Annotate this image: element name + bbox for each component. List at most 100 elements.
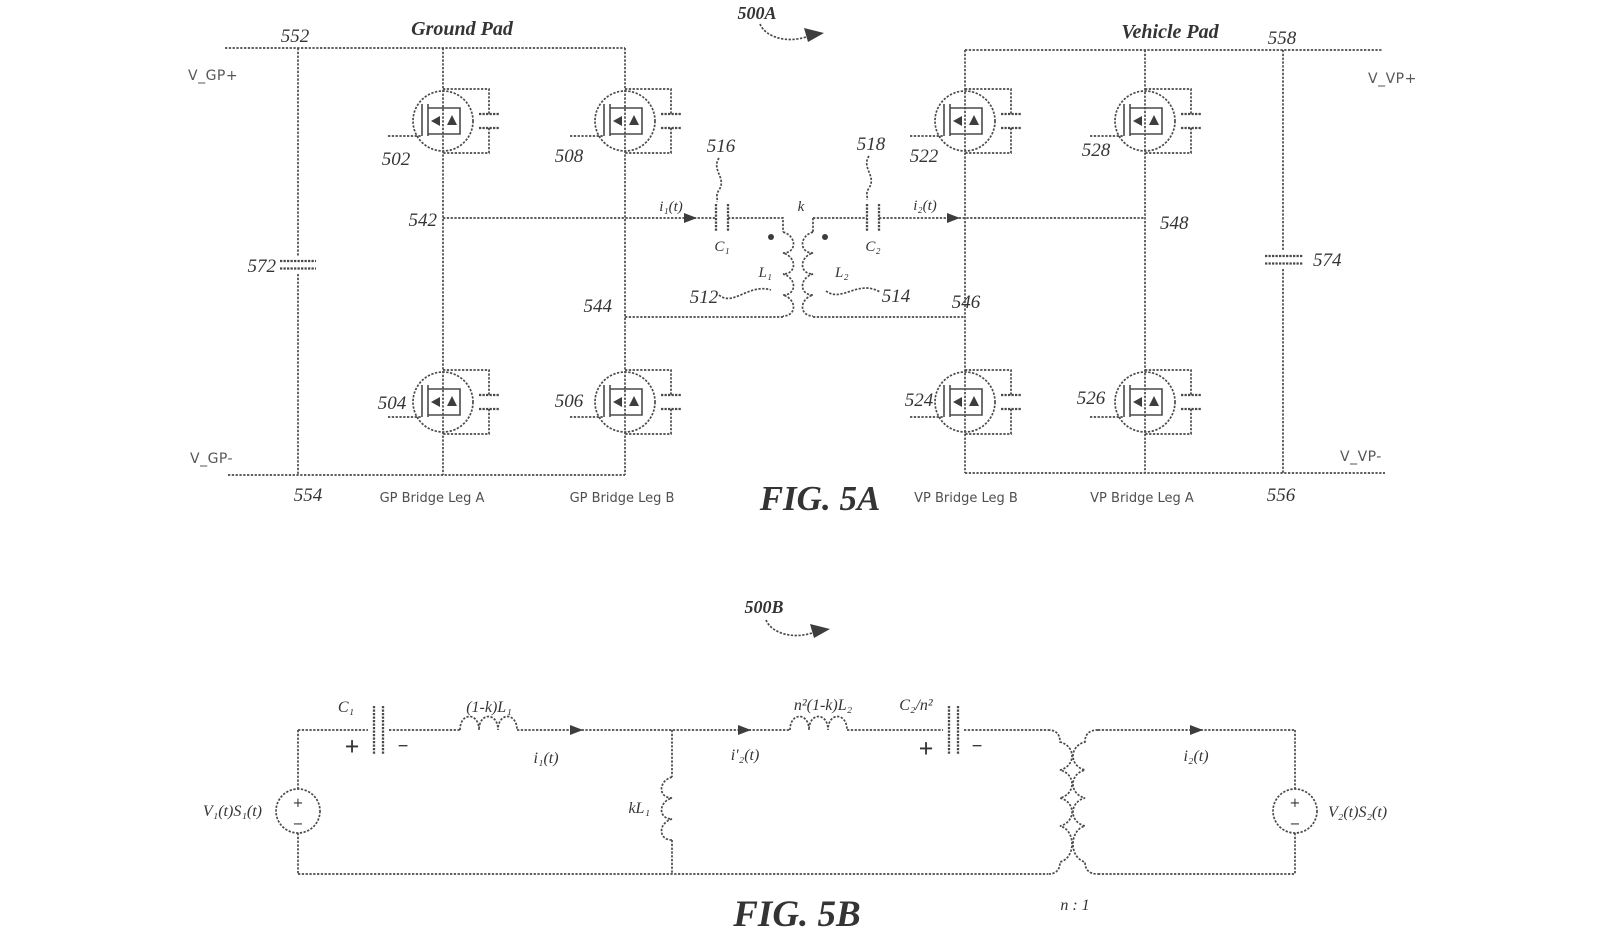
coil-series-l2 [789, 715, 848, 731]
equivalent-circuit-primary: C₁ + − (1-k)L₁ i₁(t) kL₁ V₁(t)S₁(t) + − [203, 699, 1048, 875]
l2-polarity-dot-icon [822, 234, 828, 240]
c2-minus-sign: − [972, 736, 983, 757]
fig5a-tag: 500A [737, 3, 776, 23]
ref-518-leader [865, 155, 873, 201]
i2-reflected-label: i′₂(t) [731, 747, 760, 764]
i1-label: i₁(t) [659, 199, 683, 215]
c1-minus-sign: − [398, 736, 409, 757]
i1-arrow-5b-icon [570, 725, 583, 735]
coil-series-l1 [459, 715, 518, 731]
fig5b-tag-arrow [765, 619, 813, 637]
ref-514-leader [825, 287, 881, 296]
ref-572: 572 [248, 256, 277, 277]
ref-524: 524 [905, 390, 934, 411]
ref-512: 512 [690, 287, 719, 308]
ref-556: 556 [1267, 485, 1296, 506]
cap-c1-plates [714, 204, 730, 232]
fig5b: 500B C₁ + − (1-k)L₁ i₁(t) kL₁ V₁(t)S₁(t)… [203, 597, 1387, 935]
ind-l1-label: L₁ [757, 265, 772, 281]
gp-leg-b-label: GP Bridge Leg B [570, 491, 675, 506]
ref-574: 574 [1313, 250, 1342, 271]
coil-l2 [801, 231, 814, 317]
ref-522: 522 [910, 146, 939, 167]
resonant-tank: i₁(t) i₂(t) C₁ C₂ L₁ L₂ k 516 518 512 51… [409, 134, 1189, 318]
ref-542: 542 [409, 210, 438, 231]
ref-554: 554 [294, 485, 323, 506]
ref-552: 552 [281, 26, 310, 47]
cap-c2-plates-5b [947, 706, 960, 754]
node-544-wire [625, 316, 784, 318]
ref-506: 506 [555, 391, 584, 412]
ref-516: 516 [707, 136, 736, 157]
ref-558: 558 [1268, 28, 1297, 49]
cap-c2-label-5b: C₂/n² [899, 697, 934, 714]
i2-label-5b: i₂(t) [1183, 748, 1208, 765]
ref-548: 548 [1160, 213, 1189, 234]
ref-502: 502 [382, 149, 411, 170]
ref-528: 528 [1082, 140, 1111, 161]
fig5a-tag-arrowhead-icon [804, 28, 824, 42]
ground-pad-title: Ground Pad [411, 18, 514, 40]
coil-shunt-kl1 [660, 776, 673, 841]
gp-dc-link-cap [280, 259, 316, 270]
l1-polarity-dot-icon [768, 234, 774, 240]
source2-plus-sign: + [1290, 796, 1301, 811]
ref-512-leader [718, 287, 772, 300]
ref-516-leader [715, 157, 723, 203]
equivalent-circuit-secondary: i′₂(t) n²(1-k)L₂ C₂/n² + − i₂(t) n : 1 V… [731, 697, 1387, 914]
transformer-secondary-winding [1072, 729, 1099, 875]
ind-series-l1-label: (1-k)L₁ [466, 699, 512, 716]
vehicle-pad-title: Vehicle Pad [1121, 21, 1219, 43]
i2-label: i₂(t) [913, 198, 937, 214]
ref-518: 518 [857, 134, 886, 155]
ground-pad-bridge: Ground Pad V_GP+ V_GP- 552 554 572 502 5… [188, 18, 683, 506]
c1-plus-sign: + [345, 732, 360, 761]
source2-circle [1272, 788, 1318, 834]
ind-series-l2-label: n²(1-k)L₂ [794, 697, 853, 714]
fig5a-caption: FIG. 5A [759, 479, 881, 518]
source2-minus-sign: − [1290, 817, 1301, 832]
source1-label: V₁(t)S₁(t) [203, 803, 262, 820]
vp-vminus-label: V_VP- [1340, 449, 1382, 465]
source1-plus-sign: + [293, 796, 304, 811]
coil-l1 [782, 231, 795, 317]
ref-504: 504 [378, 393, 407, 414]
gp-vplus-label: V_GP+ [188, 68, 238, 84]
gp-vminus-label: V_GP- [190, 451, 233, 467]
vp-vplus-label: V_VP+ [1368, 71, 1417, 87]
ind-l2-label: L₂ [834, 265, 849, 281]
shunt-ind-label: kL₁ [628, 800, 650, 817]
cap-c2-plates [865, 204, 881, 232]
cap-c1-plates-5b [372, 706, 385, 754]
i1-label-5b: i₁(t) [533, 750, 558, 767]
fig5b-caption: FIG. 5B [732, 894, 860, 935]
coupling-k-label: k [798, 199, 805, 215]
gp-leg-a-label: GP Bridge Leg A [380, 491, 485, 506]
cap-c1-label: C₁ [714, 239, 729, 255]
vehicle-pad-bridge: Vehicle Pad V_VP+ V_VP- 558 556 574 522 … [905, 21, 1417, 506]
fig5a: 500A Ground Pad V_GP+ V_GP- 552 554 572 … [188, 3, 1417, 518]
ref-546: 546 [952, 292, 981, 313]
ref-508: 508 [555, 146, 584, 167]
ref-514: 514 [882, 286, 911, 307]
i2-reflected-arrow-icon [738, 725, 751, 735]
fig5b-tag: 500B [744, 597, 783, 617]
c2-plus-sign: + [919, 734, 934, 763]
turns-ratio-label: n : 1 [1060, 897, 1089, 914]
source1-minus-sign: − [293, 817, 304, 832]
i2-arrow-5b-icon [1190, 725, 1203, 735]
i1-arrow-icon [684, 213, 697, 223]
fig5a-tag-arrow [759, 23, 807, 41]
fig5b-tag-arrowhead-icon [810, 624, 830, 638]
cap-c2-label: C₂ [865, 239, 880, 255]
vp-dc-link-cap [1265, 254, 1303, 265]
cap-c1-label-5b: C₁ [338, 699, 354, 716]
source2-label: V₂(t)S₂(t) [1328, 804, 1387, 821]
transformer-primary-winding [1047, 729, 1073, 875]
i2-arrow-icon [947, 213, 960, 223]
node-542-wire [443, 217, 784, 232]
vp-leg-a-label: VP Bridge Leg A [1090, 491, 1194, 506]
ref-544: 544 [584, 296, 613, 317]
